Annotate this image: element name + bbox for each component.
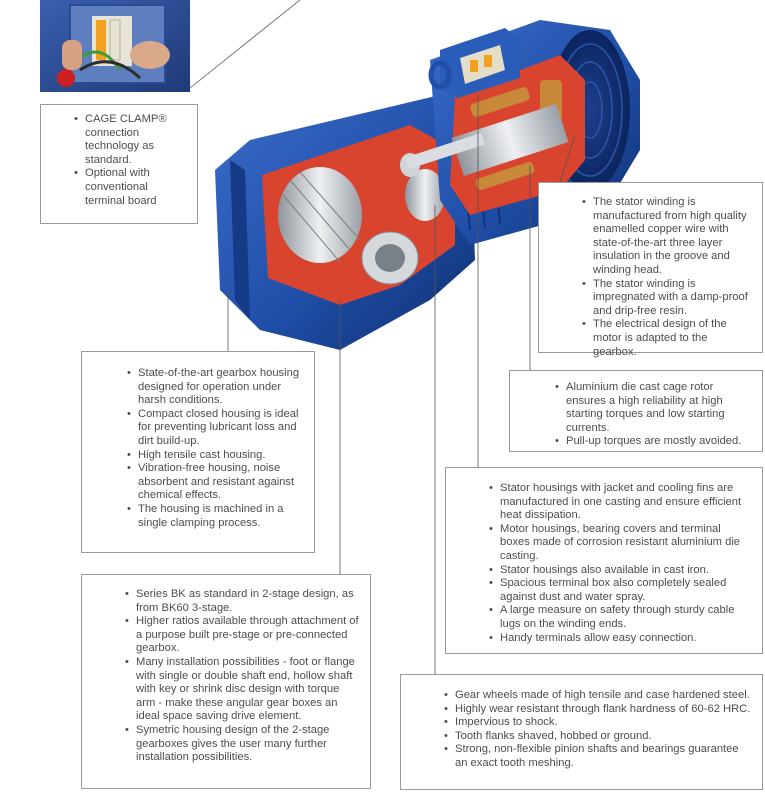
callout-item: Impervious to shock. — [444, 716, 752, 730]
callout-stator-winding: The stator winding is manufactured from … — [538, 182, 763, 358]
callout-item: Vibration-free housing, noise absorbent … — [127, 462, 304, 503]
callout-item: CAGE CLAMP® connection technology as sta… — [74, 113, 187, 167]
photo-pointer-line — [189, 0, 301, 89]
callout-item: Motor housings, bearing covers and termi… — [489, 523, 752, 564]
callout-item: The stator winding is impregnated with a… — [582, 278, 754, 319]
callout-cage-clamp: CAGE CLAMP® connection technology as sta… — [40, 104, 198, 224]
callout-item: Pull-up torques are mostly avoided. — [555, 435, 752, 449]
callout-stator-housing: Stator housings with jacket and cooling … — [445, 467, 763, 654]
callout-item: The electrical design of the motor is ad… — [582, 318, 754, 359]
callout-rotor: Aluminium die cast cage rotor ensures a … — [509, 370, 763, 452]
callout-item: Strong, non-flexible pinion shafts and b… — [444, 743, 752, 770]
callout-item: The housing is machined in a single clam… — [127, 503, 304, 530]
leader-lines — [227, 95, 576, 674]
callout-item: Handy terminals allow easy connection. — [489, 632, 752, 646]
callout-item: A large measure on safety through sturdy… — [489, 604, 752, 631]
callout-gearbox-housing: State-of-the-art gearbox housing designe… — [81, 351, 315, 553]
callout-item: Stator housings also available in cast i… — [489, 564, 752, 578]
callout-item: Highly wear resistant through flank hard… — [444, 703, 752, 717]
callout-series-bk: Series BK as standard in 2-stage design,… — [81, 574, 371, 789]
callout-item: Symetric housing design of the 2-stage g… — [125, 724, 360, 765]
callout-item: Spacious terminal box also completely se… — [489, 577, 752, 604]
callout-item: Compact closed housing is ideal for prev… — [127, 408, 304, 449]
callout-item: Optional with conventional terminal boar… — [74, 167, 187, 208]
callout-item: State-of-the-art gearbox housing designe… — [127, 367, 304, 408]
callout-gear-wheels: Gear wheels made of high tensile and cas… — [400, 674, 763, 790]
callout-item: Tooth flanks shaved, hobbed or ground. — [444, 730, 752, 744]
callout-item: Higher ratios available through attachme… — [125, 615, 360, 656]
terminal-box-photo — [40, 0, 190, 92]
callout-item: High tensile cast housing. — [127, 449, 304, 463]
callout-item: Gear wheels made of high tensile and cas… — [444, 689, 752, 703]
callout-item: Aluminium die cast cage rotor ensures a … — [555, 381, 752, 435]
callout-item: Many installation possibilities - foot o… — [125, 656, 360, 724]
callout-item: Stator housings with jacket and cooling … — [489, 482, 752, 523]
callout-item: Series BK as standard in 2-stage design,… — [125, 588, 360, 615]
callout-item: The stator winding is manufactured from … — [582, 196, 754, 278]
